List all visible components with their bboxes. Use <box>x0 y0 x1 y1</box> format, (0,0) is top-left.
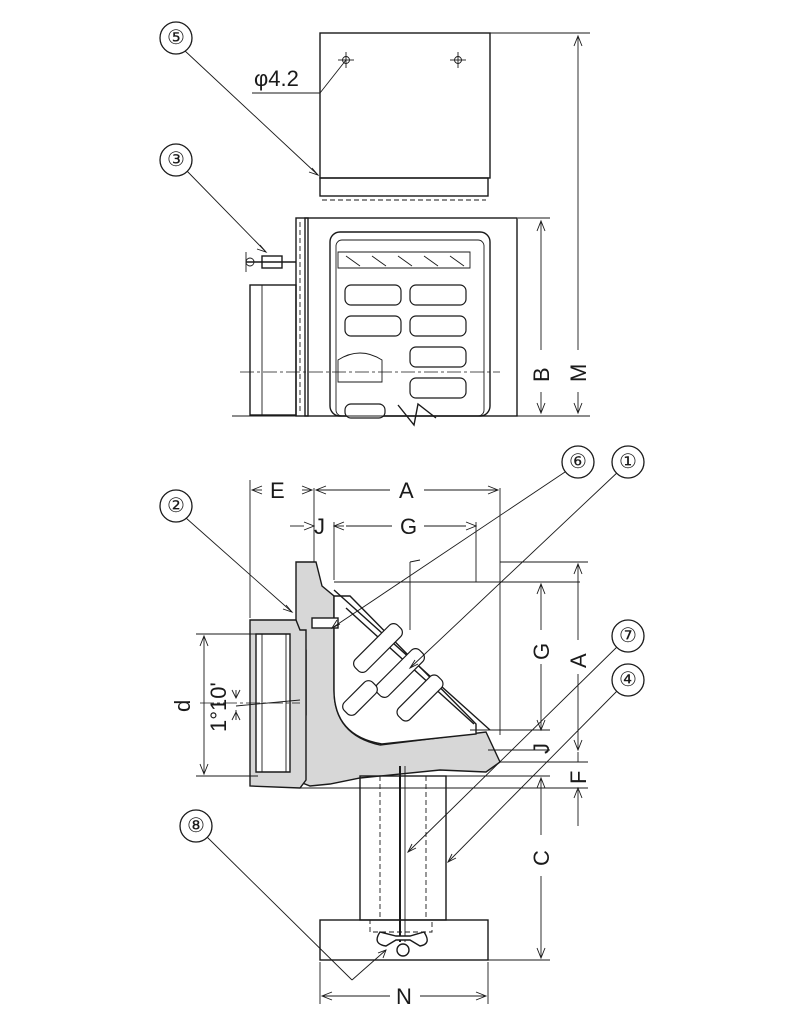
svg-text:③: ③ <box>167 149 185 171</box>
dim-label-J-top: J <box>314 514 325 539</box>
hole-mark-right <box>450 52 466 68</box>
dim-label-E: E <box>270 478 285 503</box>
dim-label-d: d <box>170 700 195 712</box>
side-outlet-top <box>249 284 297 416</box>
wing-nut <box>376 931 428 947</box>
dim-C: C <box>446 775 554 961</box>
dim-J-side: J <box>488 743 554 754</box>
dim-label-C: C <box>529 850 554 866</box>
svg-text:⑥: ⑥ <box>569 451 587 473</box>
callout-3: ③ <box>159 143 268 253</box>
grate-slots-side <box>342 623 444 722</box>
dim-G-top: G <box>346 514 478 539</box>
grate-slots <box>344 284 467 419</box>
svg-text:⑦: ⑦ <box>619 625 637 647</box>
dim-d: d <box>170 633 258 777</box>
side-view <box>200 488 580 961</box>
callout-5: ⑤ <box>159 21 320 176</box>
dim-label-A-top: A <box>399 478 414 503</box>
dim-label-G-top: G <box>400 514 417 539</box>
dim-slope: 1°10' <box>206 682 241 732</box>
dim-A-top: A <box>314 478 500 503</box>
mounting-plate <box>319 32 491 179</box>
dim-J-top: J <box>290 514 345 539</box>
support-column <box>359 775 447 921</box>
dim-label-N: N <box>396 984 412 1009</box>
plate-strip <box>319 177 489 197</box>
callout-1: ① <box>408 445 645 670</box>
dim-B: B <box>518 217 554 415</box>
svg-text:⑧: ⑧ <box>187 815 205 837</box>
dim-M: M <box>490 32 591 417</box>
bolt <box>245 252 296 272</box>
dim-N: N <box>319 962 489 1009</box>
dim-label-slope: 1°10' <box>206 682 231 732</box>
dim-label-G-side: G <box>529 643 554 660</box>
svg-text:④: ④ <box>619 669 637 691</box>
dim-G-side: G <box>470 581 554 732</box>
dim-label-M: M <box>566 364 591 382</box>
dim-label-B: B <box>529 367 554 382</box>
dim-label-A-side: A <box>566 653 591 668</box>
pivot-bolt <box>311 617 339 629</box>
svg-text:②: ② <box>167 495 185 517</box>
dim-label-F: F <box>566 771 591 784</box>
dim-E: E <box>249 478 314 618</box>
hole-diameter-label: φ4.2 <box>254 66 299 91</box>
top-view: φ4.2 <box>232 32 520 427</box>
callout-2: ② <box>159 489 294 613</box>
svg-text:①: ① <box>619 451 637 473</box>
callout-6: ⑥ <box>330 445 595 630</box>
dim-F: F <box>300 752 591 826</box>
svg-text:⑤: ⑤ <box>167 27 185 49</box>
callout-4: ④ <box>446 663 645 864</box>
callout-7: ⑦ <box>406 619 645 854</box>
dim-label-J-side: J <box>529 743 554 754</box>
callout-8: ⑧ <box>179 809 387 981</box>
dim-A-side: A <box>500 561 591 752</box>
